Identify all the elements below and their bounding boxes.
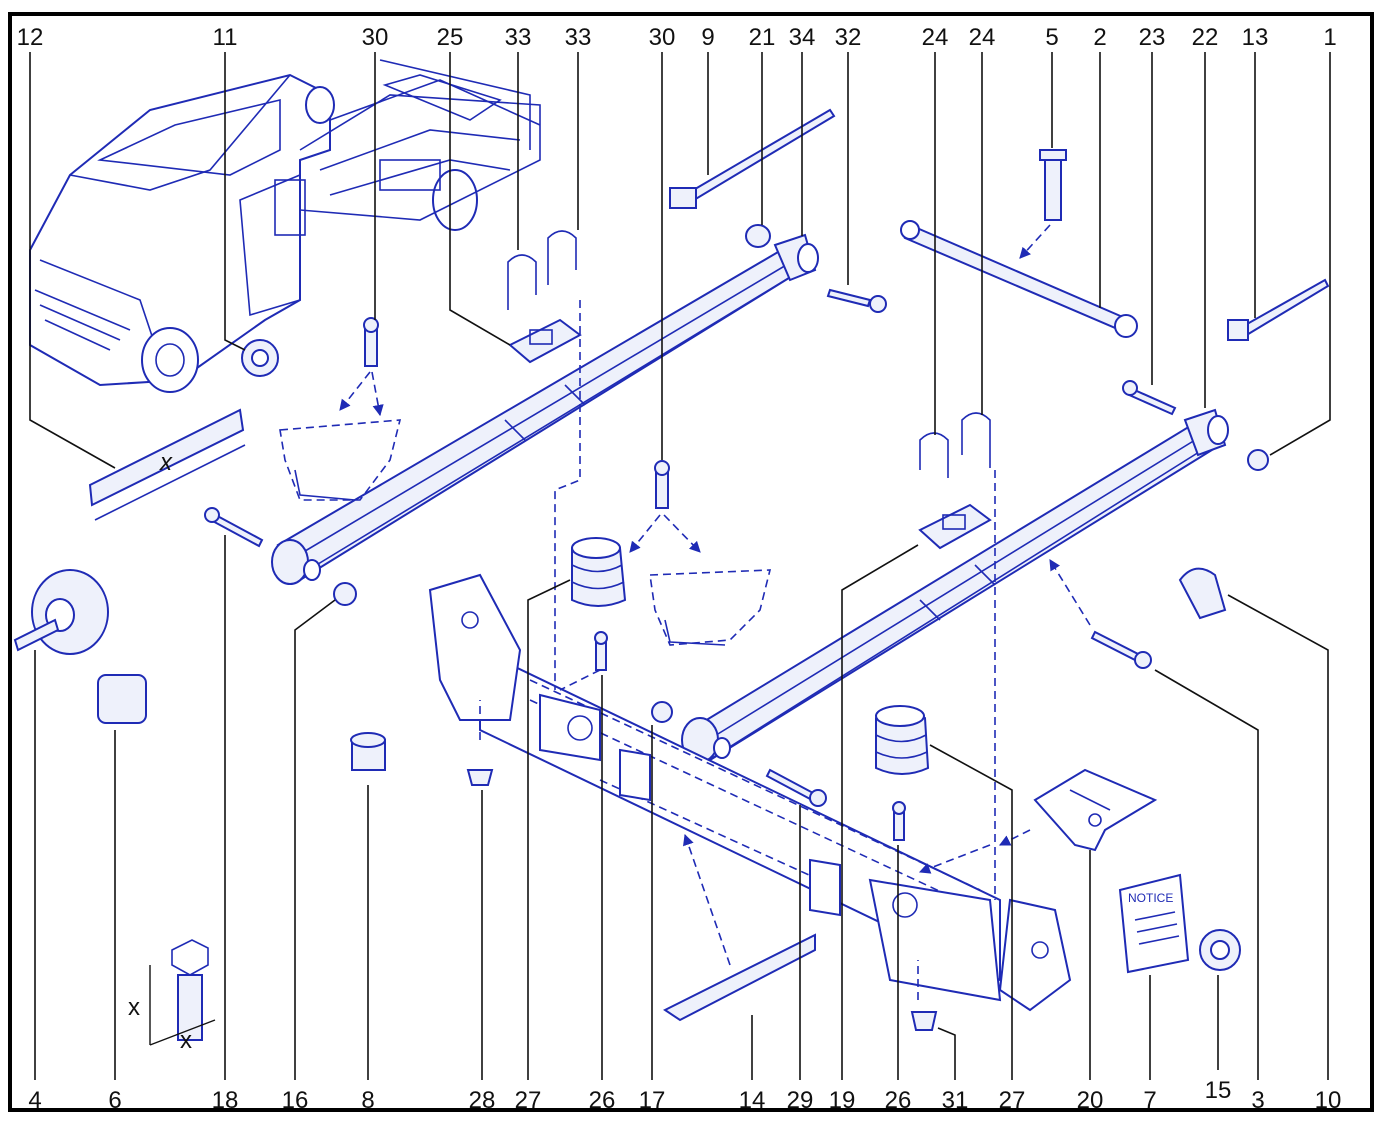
top-callout-12: 12: [17, 24, 44, 51]
top-callout-30: 30: [649, 24, 676, 51]
bump-stop-right: [875, 705, 930, 775]
bottom-callout-19: 19: [829, 1087, 856, 1114]
top-callout-33: 33: [505, 24, 532, 51]
u-bolts-upper: [507, 230, 577, 310]
spring-pad-lower: [918, 503, 992, 550]
spring-hanger-right: [649, 569, 772, 646]
spring-pad-upper: [508, 318, 582, 364]
flange-4: [13, 569, 109, 655]
top-callout-labels: 12 11 30 25 33 33 30 9 21 34 32 24 24 5 2 23 22 13 1: [17, 24, 1337, 51]
bottom-callout-14: 14: [739, 1087, 766, 1114]
spacer-8: [350, 732, 386, 771]
top-callout-22: 22: [1192, 24, 1219, 51]
bottom-callout-7: 7: [1143, 1087, 1156, 1114]
leaf-spring-upper: [271, 233, 819, 585]
bottom-callout-26: 26: [589, 1087, 616, 1114]
top-callout-34: 34: [789, 24, 816, 51]
bottom-callout-27: 27: [999, 1087, 1026, 1114]
nut-11: [241, 339, 279, 377]
top-callout-1: 1: [1323, 24, 1336, 51]
top-callout-11: 11: [213, 24, 238, 51]
bottom-callout-26: 26: [885, 1087, 912, 1114]
bottom-callout-27: 27: [515, 1087, 542, 1114]
top-callout-33: 33: [565, 24, 592, 51]
bolt-long-5: [1019, 149, 1067, 259]
top-callout-21: 21: [749, 24, 776, 51]
bolt-23: [1122, 380, 1177, 416]
bottom-callout-3: 3: [1251, 1087, 1264, 1114]
bolt-26-left: [594, 631, 608, 671]
bolt-32: [826, 288, 887, 313]
cable-tie-9: [669, 108, 836, 209]
nut-15: [1199, 929, 1241, 971]
bottom-callout-17: 17: [639, 1087, 666, 1114]
bottom-callout-18: 18: [212, 1087, 239, 1114]
bolt-29: [765, 768, 827, 807]
spring-hanger-left: [279, 419, 402, 501]
top-callout-2: 2: [1093, 24, 1106, 51]
clip-10: [1178, 567, 1227, 620]
bolt-26-right: [892, 801, 906, 841]
axle-tie-rod: [900, 220, 1138, 338]
top-callout-23: 23: [1139, 24, 1166, 51]
bottom-callout-labels: 4 6 18 16 8 28 27 26 17 14 29 19 26 31 27 20 7 15 3 10: [28, 1077, 1341, 1114]
notice-booklet-title: NOTICE: [1128, 891, 1173, 905]
bump-stop-left: [571, 537, 627, 607]
strip-12: x: [88, 408, 246, 521]
van-illustration: [29, 59, 541, 393]
bottom-callout-29: 29: [787, 1087, 814, 1114]
bottom-callout-8: 8: [361, 1087, 374, 1114]
diagram-frame: [8, 12, 1374, 1112]
cable-tie-13: [1227, 278, 1330, 341]
top-callout-25: 25: [437, 24, 464, 51]
top-callout-13: 13: [1242, 24, 1269, 51]
notice-booklet: NOTICE: [1118, 873, 1190, 974]
bolt-dimension-detail: x x: [128, 939, 216, 1054]
bolt-30-right: [629, 460, 701, 553]
bottom-callout-16: 16: [282, 1087, 309, 1114]
nut-31: [910, 1011, 938, 1031]
shackle-bracket: [1033, 768, 1158, 852]
bush-21: [745, 224, 771, 248]
bottom-callout-20: 20: [1077, 1087, 1104, 1114]
top-callout-5: 5: [1045, 24, 1058, 51]
nut-16: [333, 582, 357, 606]
pad-14: [663, 833, 816, 1022]
dimension-x-diameter: x: [180, 1027, 192, 1054]
rear-axle: [428, 573, 1072, 1012]
dimension-x-length: x: [128, 994, 140, 1021]
u-bolts-lower: [919, 412, 991, 478]
nut-28: [466, 769, 494, 786]
bolt-3: [1049, 559, 1152, 669]
bottom-callout-4: 4: [28, 1087, 41, 1114]
top-callout-32: 32: [835, 24, 862, 51]
dimension-x-strip: x: [159, 449, 173, 476]
top-callout-24: 24: [922, 24, 949, 51]
top-callout-30: 30: [362, 24, 389, 51]
leader-lines: [29, 52, 1331, 1080]
cover-6: [97, 674, 147, 724]
nut-17: [651, 701, 673, 723]
bottom-callout-15: 15: [1205, 1077, 1232, 1104]
nut-1: [1247, 449, 1269, 471]
top-callout-24: 24: [969, 24, 996, 51]
bottom-callout-10: 10: [1315, 1087, 1342, 1114]
bolt-18: [204, 507, 264, 548]
leaf-spring-lower: [681, 408, 1229, 763]
bottom-callout-6: 6: [108, 1087, 121, 1114]
top-callout-9: 9: [701, 24, 714, 51]
bolt-30-left: [339, 317, 384, 417]
bottom-callout-28: 28: [469, 1087, 496, 1114]
bottom-callout-31: 31: [942, 1087, 969, 1114]
